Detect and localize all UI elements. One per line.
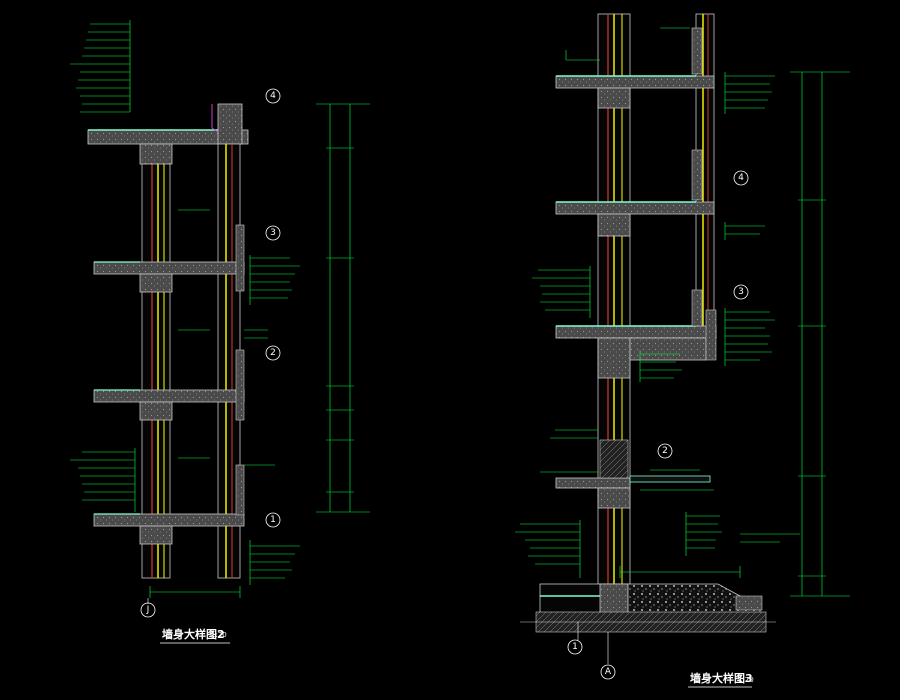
left-dimension-chain [316,103,370,513]
svg-text:3: 3 [270,228,276,238]
svg-text:J: J [146,605,150,615]
svg-text:4: 4 [738,173,744,183]
wall-section-detail-2: 4 3 2 1 J 墙身大样图2 1:20 [70,20,370,644]
parapet [217,103,243,145]
level-marker-2-right: 2 [657,443,673,459]
svg-text:4: 4 [270,91,276,101]
level-marker-2-left: 2 [265,345,281,361]
drawing-title-2: 墙身大样图2 [162,627,225,641]
level-marker-3-left: 3 [265,225,281,241]
right-dimension-chain [790,71,850,597]
axis-bubble-a: A [600,664,616,680]
roof-layer-callouts [70,20,131,113]
level-marker-4-right: 4 [733,170,749,186]
svg-text:A: A [605,667,612,677]
left-floor-slabs [93,143,245,545]
axis-bubble-j: J [140,602,156,618]
left-window-sills [235,224,245,516]
foundation [520,583,776,633]
svg-text:1: 1 [572,642,578,652]
level-marker-1-left: 1 [265,512,281,528]
svg-text:1: 1 [270,515,276,525]
wall-section-detail-3: 4 3 2 1 A 墙身大样图3 1:20 [515,13,850,688]
drawing-scale-2: 1:20 [211,631,227,639]
left-wall-callouts [70,209,300,585]
ground-wall-infill [599,439,629,479]
right-bottom-dimension [577,566,741,664]
left-wall-columns [141,143,241,579]
level-marker-3-right: 3 [733,284,749,300]
svg-text:3: 3 [738,287,744,297]
level-marker-4-left: 4 [265,88,281,104]
drawing-scale-3: 1:20 [738,676,754,684]
level-marker-1-right: 1 [567,639,583,655]
right-wall-callouts [515,27,800,578]
drawing-title-3: 墙身大样图3 [690,671,753,685]
left-bottom-dimension [147,586,241,604]
svg-text:2: 2 [270,348,276,358]
svg-text:2: 2 [662,446,668,456]
right-floor-slabs [555,75,717,509]
right-window-sills [691,27,717,361]
